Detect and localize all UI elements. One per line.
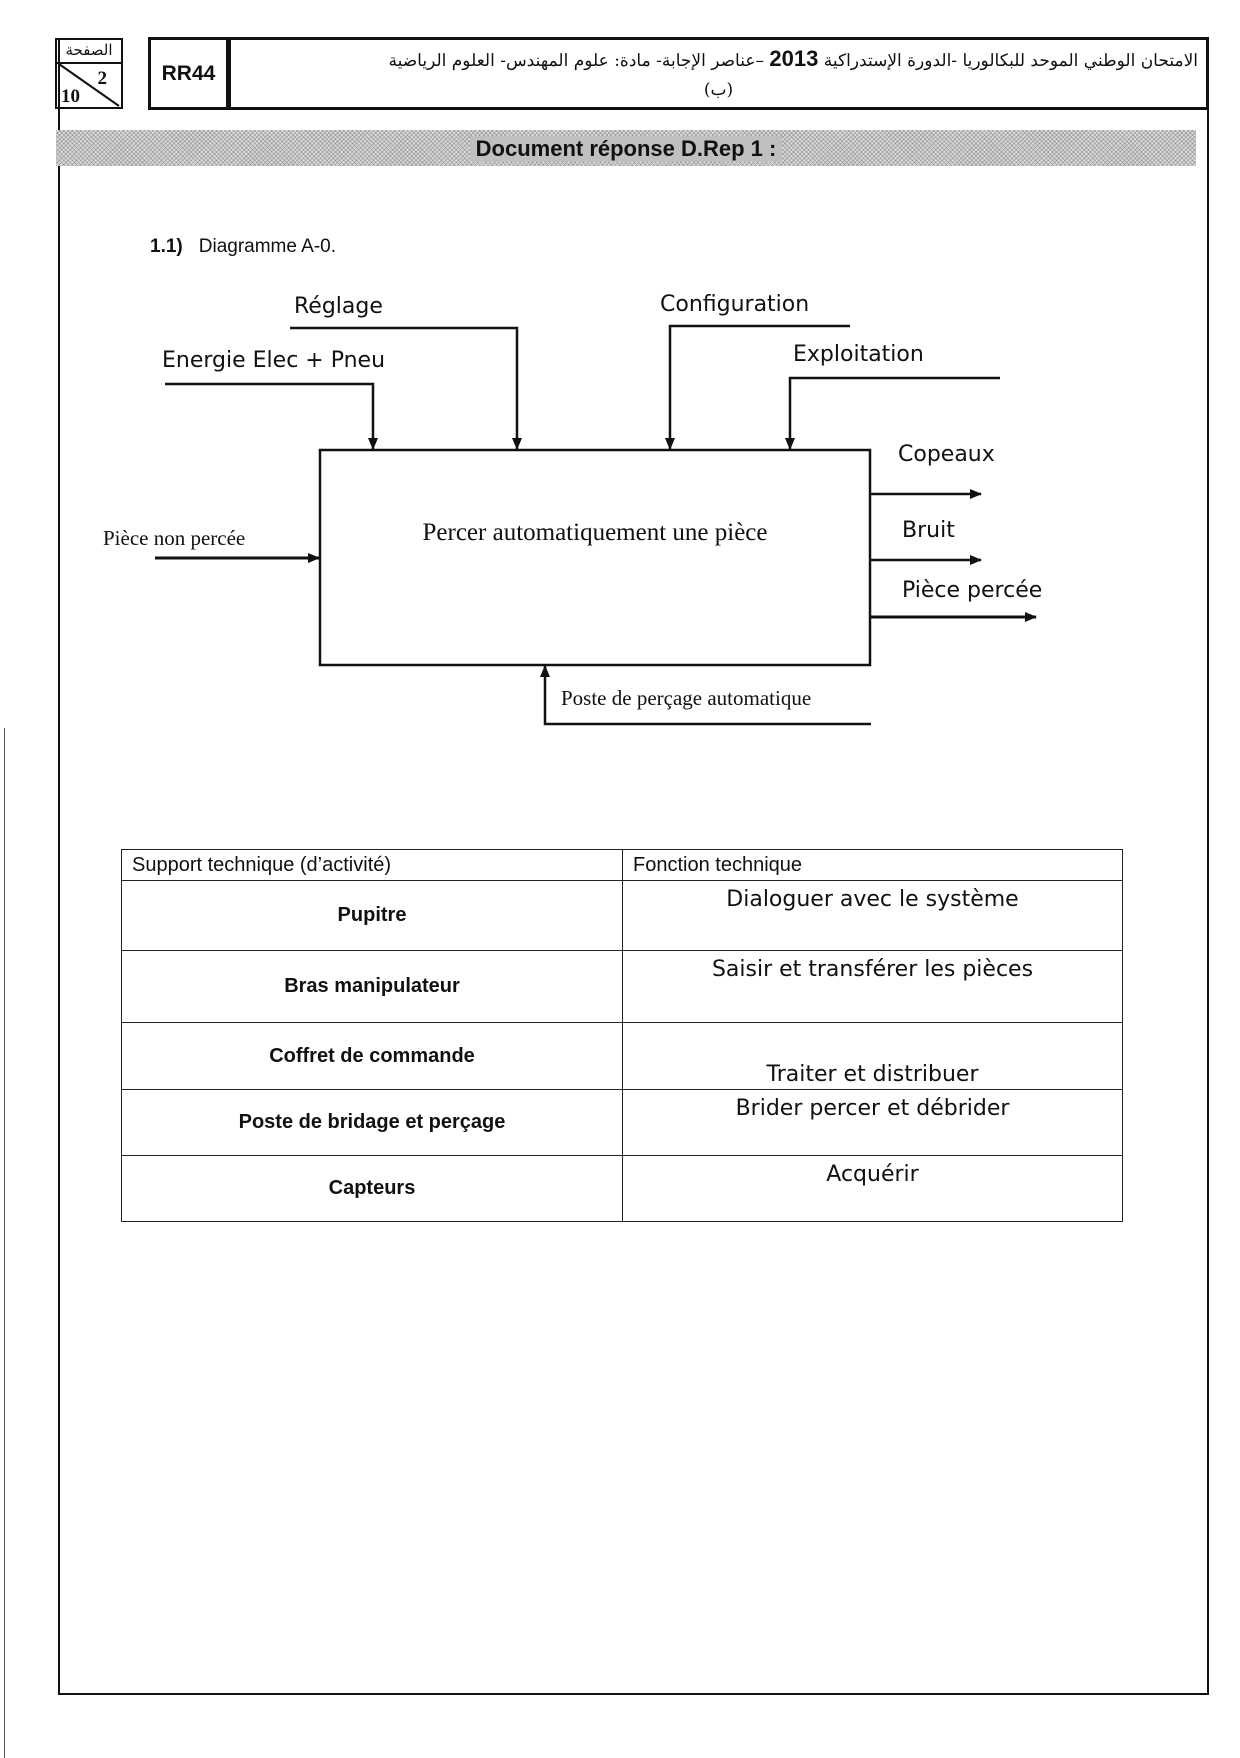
section-heading: 1.1) Diagramme A-0. xyxy=(150,236,336,258)
table-header-support: Support technique (d’activité) xyxy=(121,849,623,881)
page-number-box: الصفحة 2 10 xyxy=(55,38,123,109)
output-label-piece-percee: Pièce percée xyxy=(902,578,1043,603)
technical-function-table: Support technique (d’activité) Fonction … xyxy=(121,849,1123,1222)
sadt-a0-diagram xyxy=(155,324,1037,726)
support-cell: Bras manipulateur xyxy=(121,950,623,1023)
table-row: Poste de bridage et perçage Brider perce… xyxy=(121,1089,1123,1156)
exam-title-box: الامتحان الوطني الموحد للبكالوريا -الدور… xyxy=(229,37,1209,110)
table-header-row: Support technique (d’activité) Fonction … xyxy=(121,849,1123,881)
page-number: 2 xyxy=(97,68,108,89)
control-label-energie: Energie Elec + Pneu xyxy=(162,348,386,373)
support-cell: Pupitre xyxy=(121,880,623,951)
table-header-fonction: Fonction technique xyxy=(622,849,1123,881)
control-label-reglage: Réglage xyxy=(294,294,383,319)
section-number: 1.1) xyxy=(150,236,183,257)
exam-year: 2013 xyxy=(769,46,819,71)
function-cell: Saisir et transférer les pièces xyxy=(622,950,1123,1023)
control-label-configuration: Configuration xyxy=(660,292,810,317)
table-row: Coffret de commande Traiter et distribue… xyxy=(121,1022,1123,1090)
page-frame-bottom xyxy=(58,1693,1209,1695)
control-arrow-reglage xyxy=(290,326,522,450)
function-cell: Traiter et distribuer xyxy=(622,1022,1123,1090)
page-divider-diagonal xyxy=(58,63,120,107)
output-label-bruit: Bruit xyxy=(902,518,955,543)
control-label-exploitation: Exploitation xyxy=(793,342,924,367)
page-frame-left xyxy=(58,40,60,1695)
page-total: 10 xyxy=(61,86,80,107)
exam-title-part2: –عناصر الإجابة- مادة: علوم المهندس- العل… xyxy=(388,51,764,71)
banner-title: Document réponse D.Rep 1 : xyxy=(469,136,783,161)
function-box xyxy=(318,448,872,667)
section-title: Diagramme A-0. xyxy=(198,236,337,257)
control-arrow-energie xyxy=(165,382,378,450)
page-label: الصفحة xyxy=(57,40,121,64)
output-label-copeaux: Copeaux xyxy=(898,442,995,467)
control-arrow-configuration xyxy=(665,324,850,450)
function-cell: Dialoguer avec le système xyxy=(622,880,1123,951)
exam-title-part1: الامتحان الوطني الموحد للبكالوريا -الدور… xyxy=(823,51,1198,71)
table-row: Capteurs Acquérir xyxy=(121,1155,1123,1222)
input-label: Pièce non percée xyxy=(103,526,246,550)
function-cell: Brider percer et débrider xyxy=(622,1089,1123,1156)
function-label: Percer automatiquement une pièce xyxy=(422,519,768,546)
support-cell: Capteurs xyxy=(121,1155,623,1222)
exam-title-line1: الامتحان الوطني الموحد للبكالوريا -الدور… xyxy=(241,46,1198,72)
table-row: Pupitre Dialoguer avec le système xyxy=(121,880,1123,951)
mechanism-label: Poste de perçage automatique xyxy=(561,686,812,710)
document-banner: Document réponse D.Rep 1 : xyxy=(56,130,1196,166)
exam-title-line2: (ب) xyxy=(703,80,734,100)
page-frame-right xyxy=(1207,40,1209,1695)
exam-code: RR44 xyxy=(148,37,229,110)
mechanism-arrow xyxy=(540,665,871,726)
function-cell: Acquérir xyxy=(622,1155,1123,1222)
support-cell: Coffret de commande xyxy=(121,1022,623,1090)
support-cell: Poste de bridage et perçage xyxy=(121,1089,623,1156)
table-row: Bras manipulateur Saisir et transférer l… xyxy=(121,950,1123,1023)
margin-rule xyxy=(4,728,5,1758)
control-arrow-exploitation xyxy=(785,376,1000,450)
